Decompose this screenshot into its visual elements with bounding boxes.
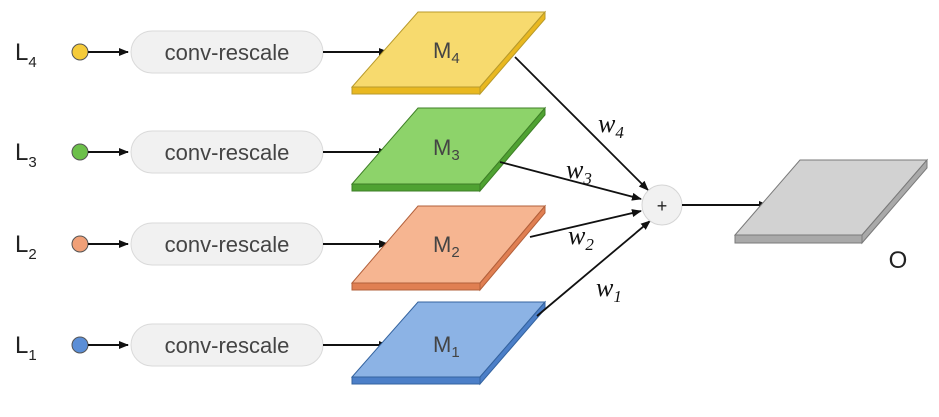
map-M4-label: M4 [433,38,460,67]
input-node-L2 [71,235,89,253]
map-M3-front [351,183,481,192]
map-M4-side [479,10,546,96]
map-M1-front [351,376,481,385]
map-M3-side [479,106,546,193]
arrow-M2-to-sum [529,209,642,238]
output-label: O [889,247,908,274]
conv-rescale-label-L2: conv-rescale [165,232,290,257]
conv-rescale-label-L1: conv-rescale [165,333,290,358]
row-L1: L1 conv-rescale M1 [15,300,547,386]
map-M3-label: M3 [433,135,460,164]
arrow-M4-to-sum [514,56,649,191]
conv-rescale-label-L4: conv-rescale [165,40,290,65]
input-label-L4: L4 [15,39,37,71]
input-label-L2: L2 [15,231,37,263]
conv-rescale-label-L3: conv-rescale [165,140,290,165]
map-M2-front [351,282,481,291]
row-L2: L2 conv-rescale M2 [15,204,547,292]
input-label-L3: L3 [15,139,37,171]
weight-w2: w2 [568,221,594,254]
map-M4-front [351,86,481,95]
output-map-side [861,158,928,245]
sum-symbol: + [657,196,668,216]
input-node-L3 [71,143,89,161]
arrow-M1-to-sum [536,220,651,317]
row-L4: L4 conv-rescale M4 [15,10,547,96]
input-node-L1 [71,336,89,354]
input-node-L4 [71,43,89,61]
weight-w1: w1 [596,273,622,306]
weight-w3: w3 [566,155,592,188]
output-map-front [734,234,863,244]
map-M1-label: M1 [433,332,460,361]
row-L3: L3 conv-rescale M3 [15,106,547,193]
input-label-L1: L1 [15,332,37,364]
weight-w4: w4 [598,109,624,142]
map-M2-label: M2 [433,232,460,261]
map-M2-side [479,204,546,292]
arrow-M3-to-sum [499,161,642,201]
